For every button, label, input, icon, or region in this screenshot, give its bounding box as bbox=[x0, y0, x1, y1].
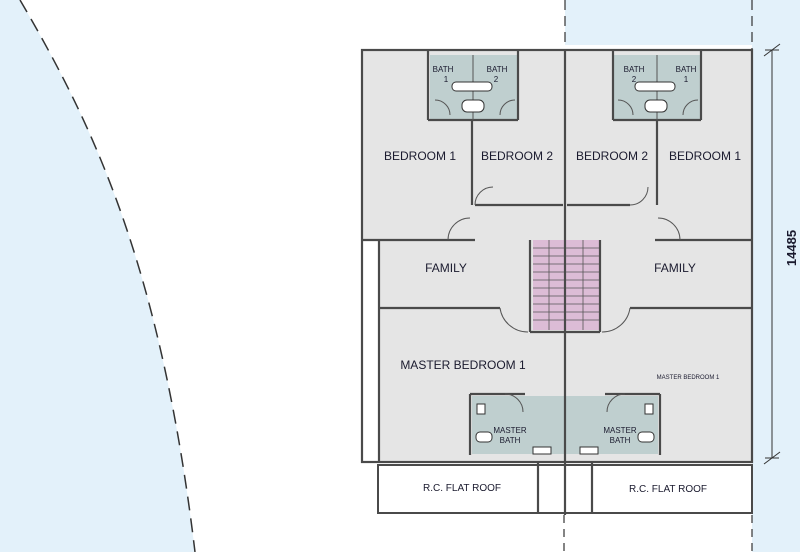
label-bath2-right-num: 2 bbox=[632, 75, 637, 84]
label-bedroom2-right: BEDROOM 2 bbox=[576, 149, 648, 163]
label-master-bedroom-right: MASTER BEDROOM 1 bbox=[657, 375, 720, 381]
walls bbox=[360, 48, 754, 515]
label-bath2-right: BATH bbox=[624, 65, 645, 74]
label-bath1-right: BATH bbox=[676, 65, 697, 74]
label-bedroom2-left: BEDROOM 2 bbox=[481, 149, 553, 163]
label-bath2-left: BATH bbox=[487, 65, 508, 74]
label-bath1-left-num: 1 bbox=[444, 75, 449, 84]
bath-fixtures bbox=[451, 81, 676, 455]
label-flat-roof-right: R.C. FLAT ROOF bbox=[629, 484, 707, 495]
label-master-bath-right-2: BATH bbox=[610, 436, 631, 445]
label-master-bath-left-2: BATH bbox=[500, 436, 521, 445]
label-flat-roof-left: R.C. FLAT ROOF bbox=[423, 483, 501, 494]
master-bath-left bbox=[472, 396, 564, 454]
label-family-right: FAMILY bbox=[654, 261, 696, 275]
master-bath-right bbox=[566, 396, 658, 454]
label-family-left: FAMILY bbox=[425, 261, 467, 275]
label-master-bath-left: MASTER bbox=[493, 426, 527, 435]
label-master-bath-right: MASTER bbox=[603, 426, 637, 435]
site-boundary-left bbox=[19, 0, 196, 552]
label-bath1-left: BATH bbox=[433, 65, 454, 74]
label-bedroom1-right: BEDROOM 1 bbox=[669, 149, 741, 163]
site-area-left bbox=[0, 0, 195, 552]
dimension-line bbox=[763, 43, 781, 465]
label-bedroom1-left: BEDROOM 1 bbox=[384, 149, 456, 163]
label-bath2-left-num: 2 bbox=[494, 75, 499, 84]
label-master-bedroom-left: MASTER BEDROOM 1 bbox=[400, 358, 526, 372]
dimension-label: 14485 bbox=[784, 230, 799, 266]
label-bath1-right-num: 1 bbox=[684, 75, 689, 84]
door-swings bbox=[434, 99, 699, 413]
left-setback bbox=[362, 240, 379, 462]
